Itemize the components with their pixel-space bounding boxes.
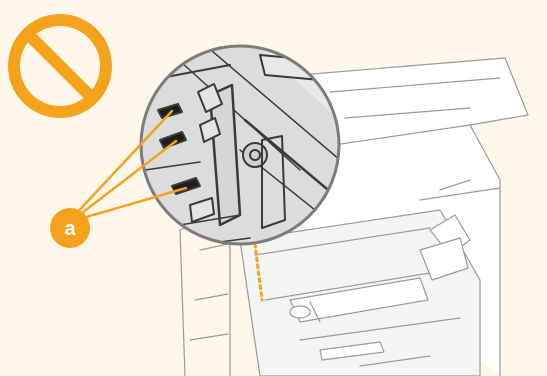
prohibited-icon: [14, 20, 106, 112]
callout-badge: a: [50, 208, 90, 248]
callout-label: a: [64, 218, 76, 240]
